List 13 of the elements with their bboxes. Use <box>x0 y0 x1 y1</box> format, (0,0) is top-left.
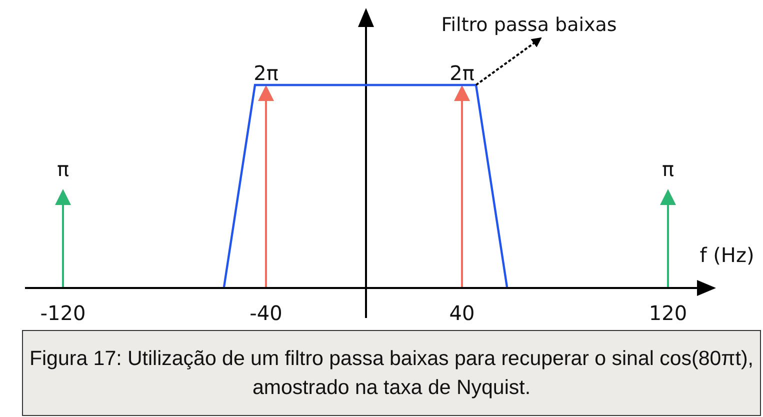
amplitude-label: π <box>56 158 70 180</box>
amplitude-label: 2π <box>254 62 278 84</box>
tick-label: 40 <box>449 302 475 324</box>
callout-text: Filtro passa baixas <box>441 14 617 36</box>
tick-label: 120 <box>648 302 688 324</box>
leader-line <box>475 37 542 86</box>
axis-title: f (Hz) <box>700 244 754 266</box>
filter-outline <box>222 84 508 288</box>
figure-caption: Figura 17: Utilização de um filtro passa baixas para recuperar o sinal cos(80πt), amostrado na taxa de Nyquist. <box>28 346 754 401</box>
amplitude-label: π <box>662 158 674 180</box>
tick-label: -40 <box>250 302 282 324</box>
tick-label: -120 <box>40 302 86 324</box>
amplitude-label: 2π <box>450 62 474 84</box>
